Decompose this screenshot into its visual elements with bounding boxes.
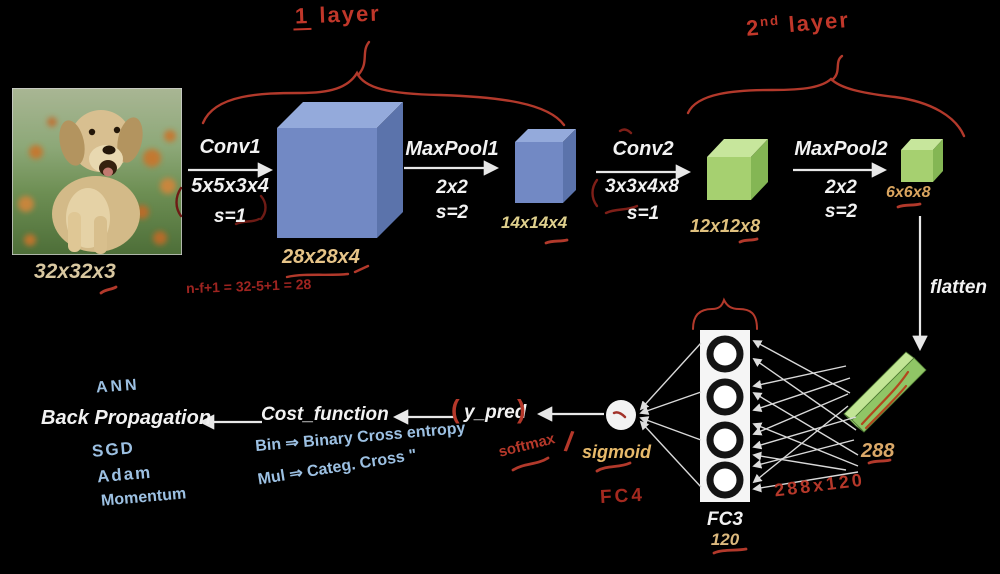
layer1-word: layer bbox=[318, 0, 382, 28]
maxpool2-stride: s=2 bbox=[824, 201, 858, 222]
underline-120 bbox=[712, 547, 748, 555]
conv2-output-cube bbox=[707, 139, 768, 200]
conv1-output-cube bbox=[277, 102, 403, 238]
fc3-units-label: 120 bbox=[710, 530, 740, 549]
output-node bbox=[606, 400, 636, 430]
conv1-paren-right bbox=[234, 194, 267, 226]
note-sgd: SGD bbox=[91, 438, 136, 461]
maxpool2-output-cube bbox=[901, 139, 943, 182]
maxpool1-output-cube bbox=[515, 129, 576, 203]
layer1-number: 1 bbox=[292, 2, 312, 31]
conv2-scribble bbox=[604, 128, 639, 215]
layer1-squiggle bbox=[357, 40, 371, 76]
ypred-label: y_pred bbox=[464, 402, 527, 423]
layer2-word: layer bbox=[787, 6, 851, 38]
conv2-out-dims: 12x12x8 bbox=[690, 216, 761, 236]
input-dims-label: 32x32x3 bbox=[34, 260, 116, 283]
note-ann: ANN bbox=[95, 376, 141, 397]
cost-function-label: Cost_function bbox=[261, 404, 389, 425]
fc3-label: FC3 bbox=[707, 509, 743, 530]
maxpool2-label: MaxPool2 bbox=[794, 138, 888, 160]
fc4-label: FC4 bbox=[599, 484, 646, 509]
fc3-connections bbox=[752, 340, 859, 493]
maxpool1-label: MaxPool1 bbox=[405, 138, 499, 160]
layer2-squiggle bbox=[830, 54, 844, 82]
maxpool1-stride: s=2 bbox=[435, 202, 469, 223]
red-annotation-strokes bbox=[99, 40, 966, 555]
conv1-size-formula: n-f+1 = 32-5+1 = 28 bbox=[185, 275, 312, 297]
underline-28x28x4 bbox=[285, 264, 370, 279]
ypred-paren-close: ) bbox=[517, 394, 526, 424]
conv1-label: Conv1 bbox=[199, 136, 261, 158]
conv1-out-dims: 28x28x4 bbox=[282, 246, 360, 268]
tick-32x32x3 bbox=[99, 285, 118, 295]
underline-12x12x8 bbox=[738, 237, 759, 244]
layer2-ordinal: nd bbox=[759, 12, 781, 30]
underline-6x6x8 bbox=[896, 202, 922, 209]
flatten-size-label: 288 bbox=[861, 440, 895, 462]
note-adam: Adam bbox=[96, 462, 153, 487]
flatten-label: flatten bbox=[930, 277, 987, 298]
underline-softmax bbox=[511, 456, 550, 472]
underline-288 bbox=[867, 458, 892, 465]
maxpool2-out-dims: 6x6x8 bbox=[886, 184, 931, 201]
fc3-layer-column bbox=[700, 330, 750, 502]
conv2-kernel: 3x3x4x8 bbox=[605, 176, 679, 197]
flatten-vector-bar bbox=[843, 351, 927, 433]
conv1-kernel: 5x5x3x4 bbox=[191, 175, 269, 197]
conv2-paren-left bbox=[591, 178, 599, 208]
conv1-paren-left bbox=[175, 186, 183, 218]
ypred-paren-open: ( bbox=[451, 394, 460, 424]
layer1-annotation: 1 layer bbox=[292, 0, 382, 31]
conv2-label: Conv2 bbox=[612, 138, 674, 160]
layer2-brace bbox=[686, 77, 966, 138]
maxpool1-out-dims: 14x14x4 bbox=[501, 213, 568, 232]
underline-sigmoid bbox=[595, 461, 632, 473]
conv2-stride: s=1 bbox=[626, 203, 660, 224]
layer1-brace bbox=[201, 70, 566, 127]
fc3-brace bbox=[692, 297, 758, 330]
underline-14x14x4 bbox=[544, 238, 569, 245]
conv1-stride: s=1 bbox=[213, 206, 247, 227]
puppy bbox=[52, 110, 143, 254]
backprop-label: Back Propagation bbox=[41, 407, 212, 429]
fc4-connections bbox=[639, 342, 702, 488]
maxpool2-kernel: 2x2 bbox=[825, 177, 857, 198]
stage-arrows bbox=[188, 160, 928, 430]
sigmoid-label: sigmoid bbox=[582, 442, 652, 462]
maxpool1-kernel: 2x2 bbox=[436, 177, 468, 198]
dog-photo bbox=[12, 88, 182, 255]
